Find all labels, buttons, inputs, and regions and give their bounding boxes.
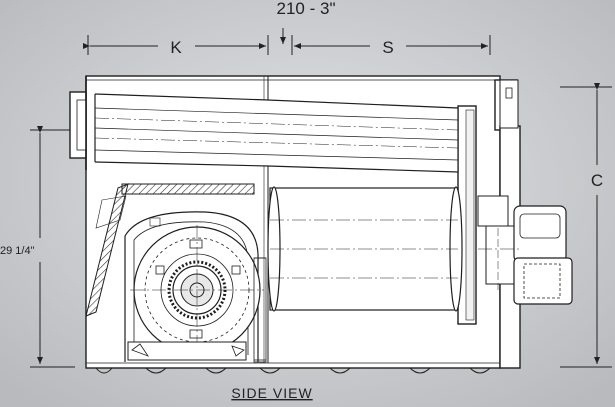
dimension-c-label: C bbox=[591, 171, 603, 190]
dimension-lines bbox=[30, 28, 612, 368]
burner-cylinder bbox=[267, 186, 463, 312]
view-title: SIDE VIEW bbox=[231, 385, 312, 401]
external-burner-motor bbox=[477, 79, 573, 305]
dimension-k-label: K bbox=[170, 38, 182, 57]
blower-assembly bbox=[85, 183, 267, 363]
dimension-s-label: S bbox=[382, 38, 393, 57]
heat-exchanger-tubes bbox=[94, 93, 459, 173]
base-feet bbox=[95, 367, 491, 374]
top-dimension-label: 210 - 3" bbox=[277, 0, 336, 18]
height-dimension-label: 29 1/4" bbox=[0, 245, 35, 257]
